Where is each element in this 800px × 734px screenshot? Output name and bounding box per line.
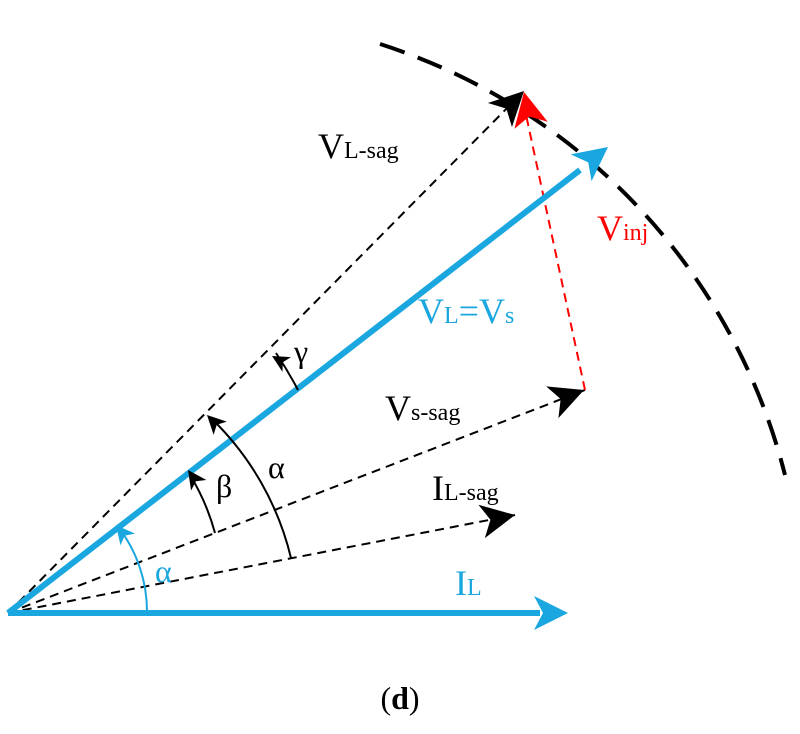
gamma-arrowhead: [267, 348, 291, 372]
vs-sag-arrowhead: [546, 374, 591, 419]
il-sag-phasor: [7, 514, 516, 614]
vinj-label: Vinj: [597, 208, 648, 248]
gamma-label: γ: [293, 333, 308, 369]
figure-caption: (d): [380, 680, 420, 716]
vs-sag-phasor: [7, 389, 586, 614]
il-sag-label: IL-sag: [432, 468, 499, 508]
vinj-phasor: [524, 109, 586, 391]
alpha-black-label: α: [268, 449, 285, 485]
vl-vs-phasor: [6, 167, 582, 616]
vl-vs-label: VL=Vs: [418, 291, 514, 331]
il-label: IL: [455, 563, 482, 603]
vl-sag-phasor: [7, 94, 521, 614]
beta-label: β: [216, 468, 232, 504]
alpha-blue-arc: [118, 527, 149, 614]
alpha-black-arc: [211, 418, 292, 559]
alpha-blue-label: α: [155, 553, 172, 589]
gamma-arc: [275, 352, 299, 391]
voltage-limit-arc: [379, 42, 787, 476]
vl-sag-label: VL-sag: [318, 126, 399, 166]
vs-sag-label: Vs-sag: [385, 388, 460, 428]
